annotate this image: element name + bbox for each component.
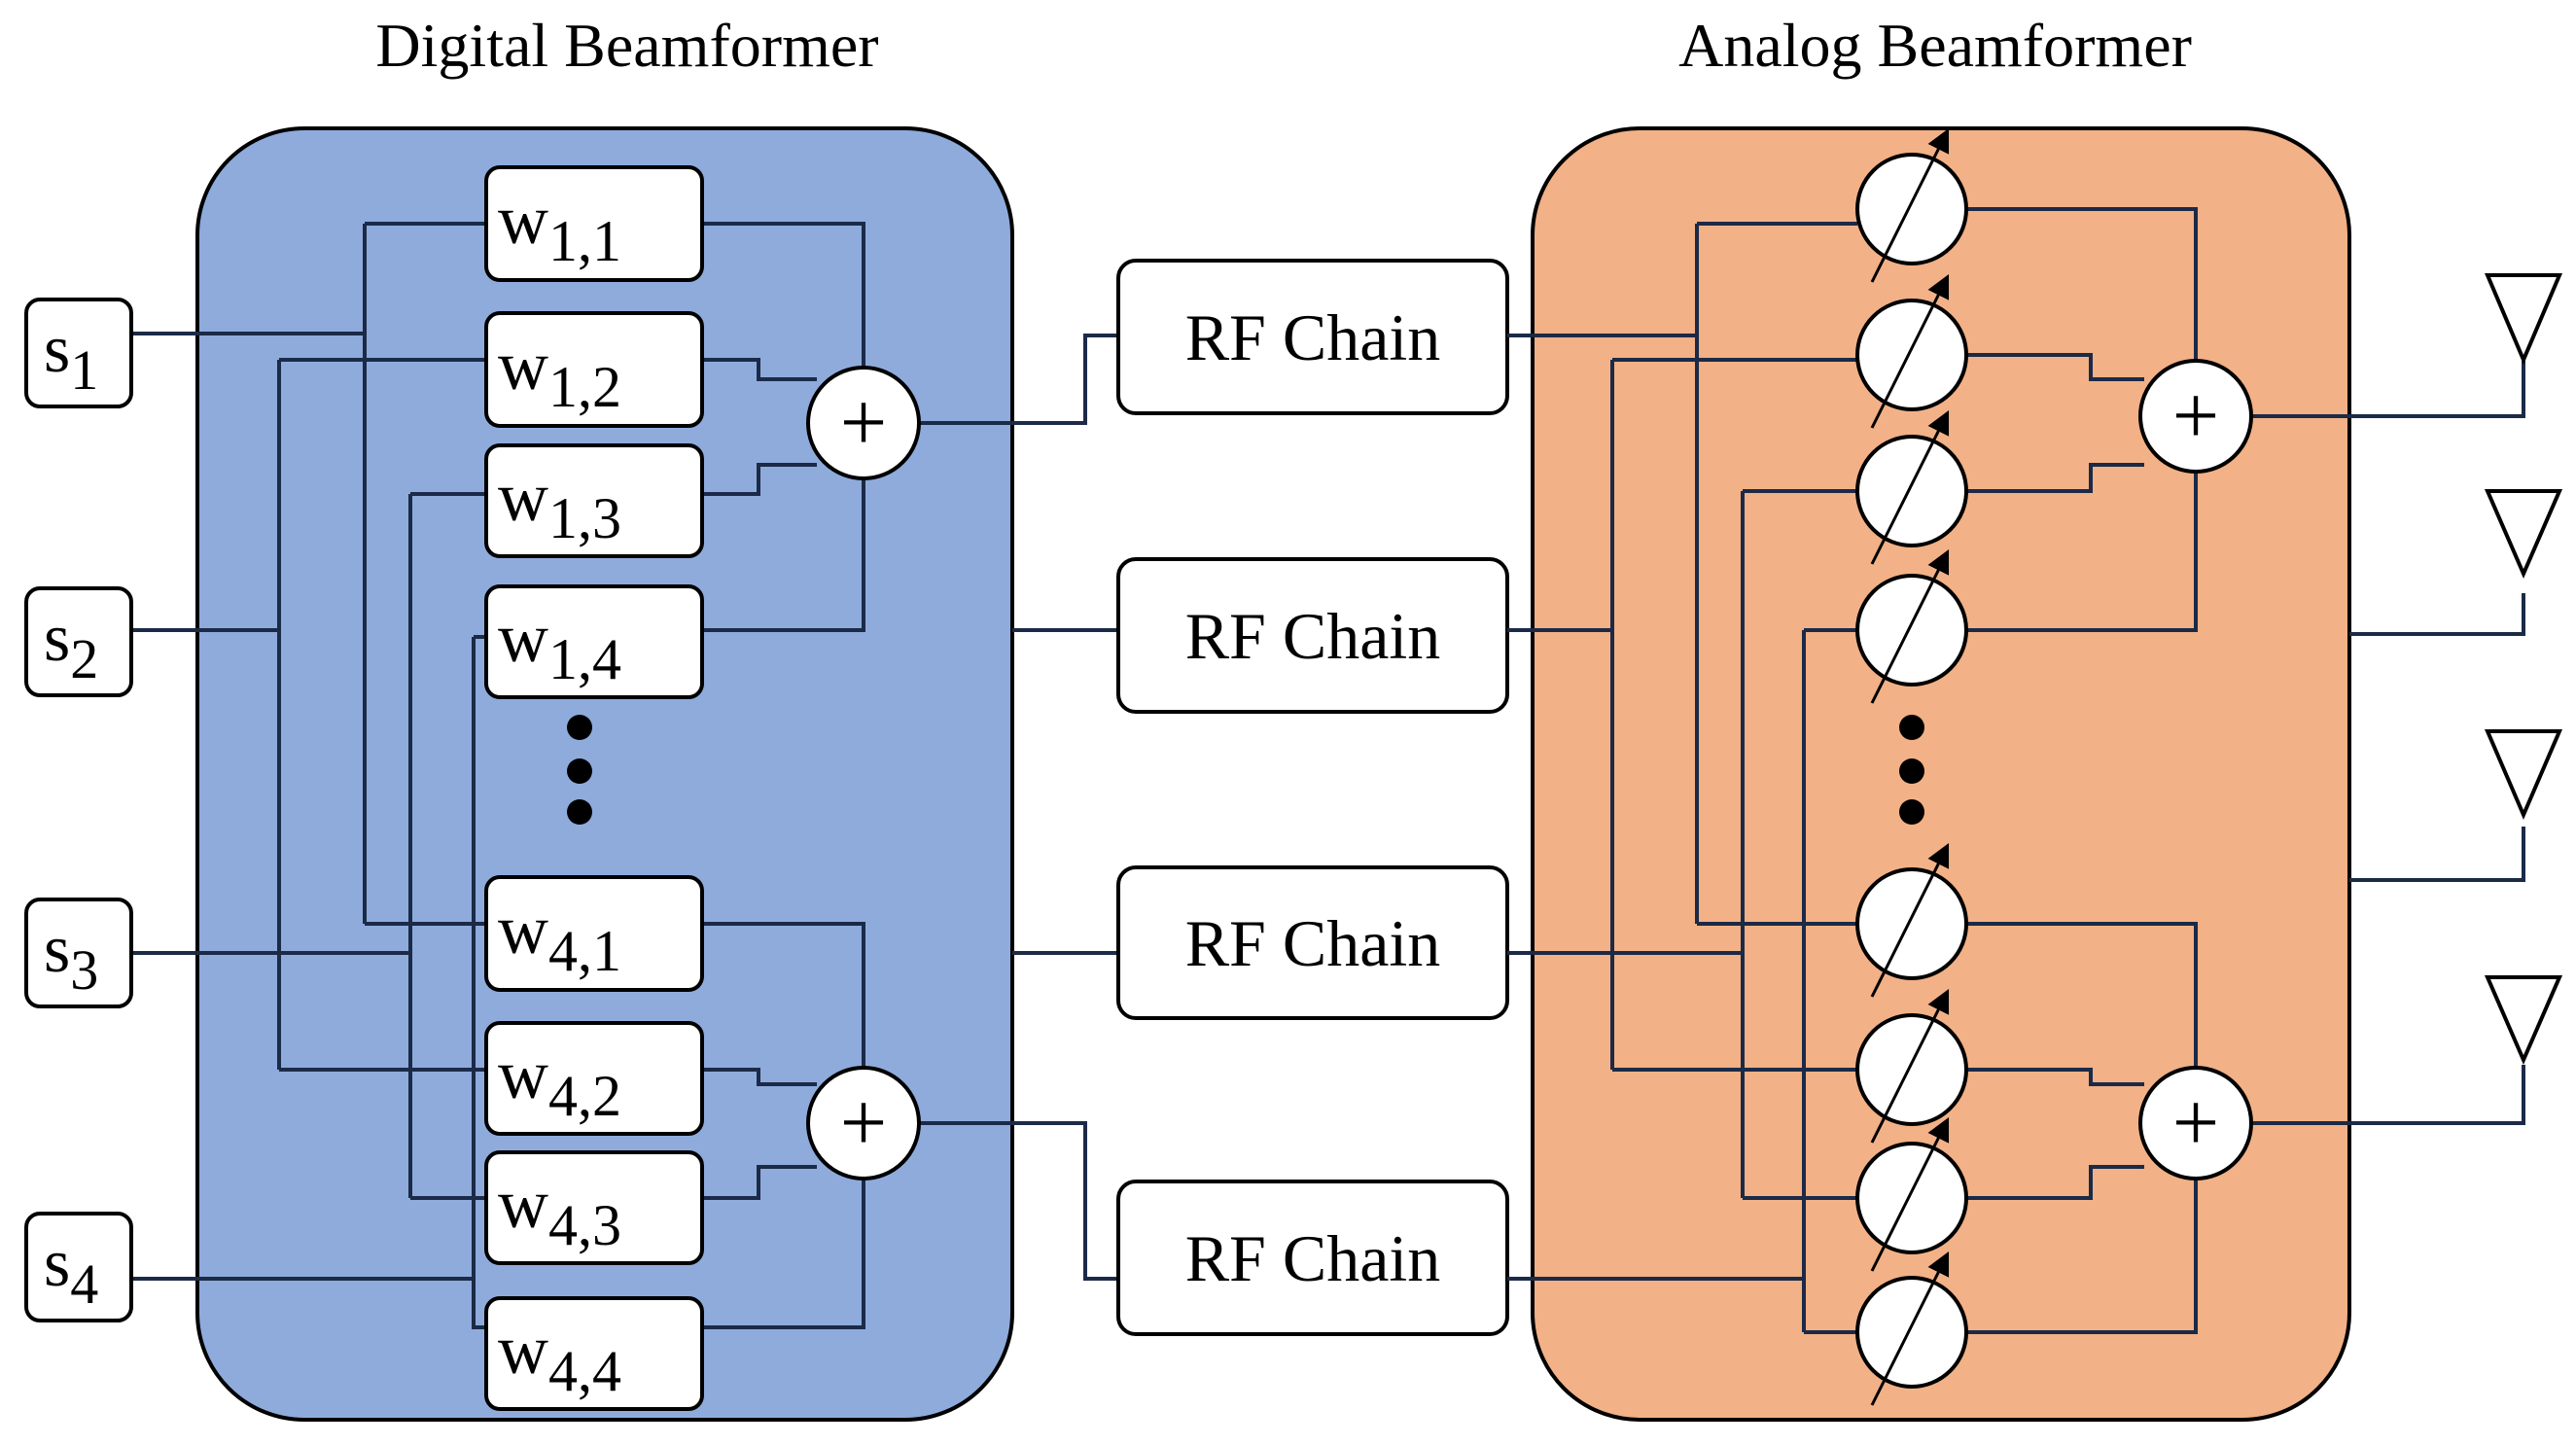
- svg-text:+: +: [840, 375, 888, 469]
- digital-beamformer-title: Digital Beamformer: [375, 11, 878, 80]
- svg-text:w4,2: w4,2: [498, 1036, 621, 1128]
- svg-text:RF Chain: RF Chain: [1185, 300, 1441, 374]
- svg-text:+: +: [2172, 1075, 2220, 1169]
- analog-beamformer-title: Analog Beamformer: [1678, 11, 2192, 80]
- weight-w11: w1,1: [484, 165, 704, 282]
- digital-wiring: [131, 222, 1118, 1329]
- antenna-icon: [2484, 729, 2563, 821]
- weight-w12: w1,2: [484, 311, 704, 428]
- weight-w43: w4,3: [484, 1150, 704, 1265]
- digital-beamformer-panel: [195, 126, 1014, 1422]
- phase-shifter-3: [1855, 409, 1968, 565]
- phase-shifter-4: [1855, 548, 1968, 704]
- antenna-icon: [2484, 489, 2563, 580]
- weight-w14: w1,4: [484, 584, 704, 699]
- svg-text:w1,4: w1,4: [498, 599, 621, 691]
- svg-text:w4,3: w4,3: [498, 1165, 621, 1257]
- phase-shifter-5: [1855, 842, 1968, 998]
- analog-adder-bottom: +: [2138, 1066, 2253, 1181]
- input-s3: s3: [24, 898, 133, 1008]
- svg-text:w1,1: w1,1: [498, 181, 621, 273]
- phase-shifter-7: [1855, 1116, 1968, 1272]
- phase-shifter-8: [1855, 1251, 1968, 1406]
- digital-adder-top: +: [806, 366, 921, 480]
- digital-ellipsis: [567, 715, 592, 825]
- rf-chain-4: RF Chain: [1116, 1180, 1509, 1336]
- svg-text:w4,1: w4,1: [498, 891, 621, 983]
- digital-adder-bottom: +: [806, 1066, 921, 1181]
- phase-shifter-2: [1855, 273, 1968, 429]
- svg-text:s2: s2: [44, 601, 98, 690]
- antenna-icon: [2484, 975, 2563, 1066]
- weight-w13: w1,3: [484, 443, 704, 558]
- analog-ellipsis: [1899, 715, 1924, 825]
- svg-text:s3: s3: [44, 912, 98, 1002]
- svg-text:s4: s4: [44, 1226, 98, 1316]
- svg-text:+: +: [840, 1075, 888, 1169]
- svg-text:RF Chain: RF Chain: [1185, 599, 1441, 673]
- svg-text:w1,3: w1,3: [498, 458, 621, 550]
- weight-w41: w4,1: [484, 875, 704, 992]
- analog-wiring: [1507, 207, 2525, 1334]
- rf-chain-2: RF Chain: [1116, 557, 1509, 714]
- input-s4: s4: [24, 1212, 133, 1322]
- svg-text:w4,4: w4,4: [498, 1311, 621, 1403]
- rf-chain-1: RF Chain: [1116, 259, 1509, 415]
- phase-shifter-1: [1855, 127, 1968, 283]
- input-s1: s1: [24, 298, 133, 408]
- analog-adder-top: +: [2138, 359, 2253, 474]
- phase-shifter-6: [1855, 988, 1968, 1144]
- antenna-icon: [2484, 273, 2563, 366]
- weight-w44: w4,4: [484, 1296, 704, 1411]
- svg-text:s1: s1: [44, 312, 98, 402]
- svg-text:RF Chain: RF Chain: [1185, 906, 1441, 980]
- svg-text:RF Chain: RF Chain: [1185, 1221, 1441, 1295]
- weight-w42: w4,2: [484, 1021, 704, 1136]
- input-s2: s2: [24, 586, 133, 697]
- rf-chain-3: RF Chain: [1116, 865, 1509, 1020]
- svg-text:+: +: [2172, 369, 2220, 462]
- svg-text:w1,2: w1,2: [498, 327, 621, 419]
